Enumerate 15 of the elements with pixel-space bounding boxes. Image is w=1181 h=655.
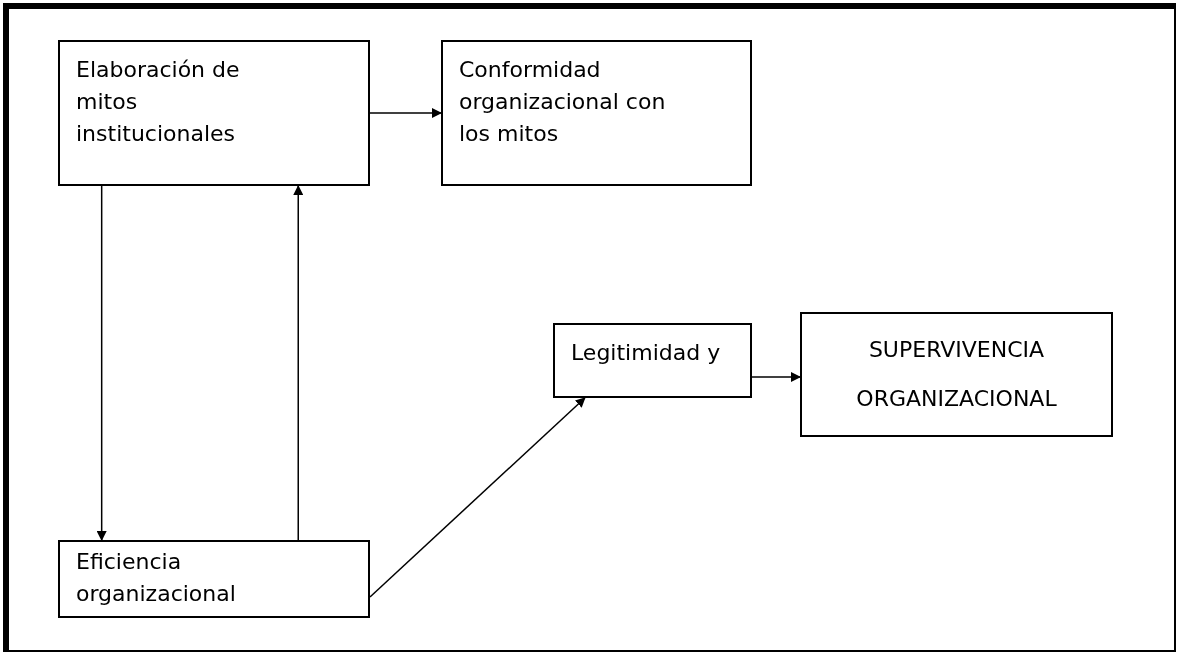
process-box	[58, 540, 370, 618]
box-label: SUPERVIVENCIA ORGANIZACIONAL	[855, 336, 1058, 413]
arrow	[751, 372, 801, 382]
process-box	[553, 323, 752, 398]
arrow	[369, 397, 586, 598]
box-label: Elaboración de mitos institucionales	[76, 56, 241, 148]
arrow	[369, 108, 442, 118]
arrow	[96, 185, 107, 541]
arrow	[293, 185, 304, 541]
box-label: Conformidad organizacional con los mitos	[459, 56, 667, 148]
process-box	[58, 40, 370, 186]
process-box	[800, 312, 1113, 437]
box-label: Legitimidad y	[571, 339, 721, 367]
box-label: Eficiencia organizacional	[76, 548, 237, 608]
process-box	[441, 40, 752, 186]
